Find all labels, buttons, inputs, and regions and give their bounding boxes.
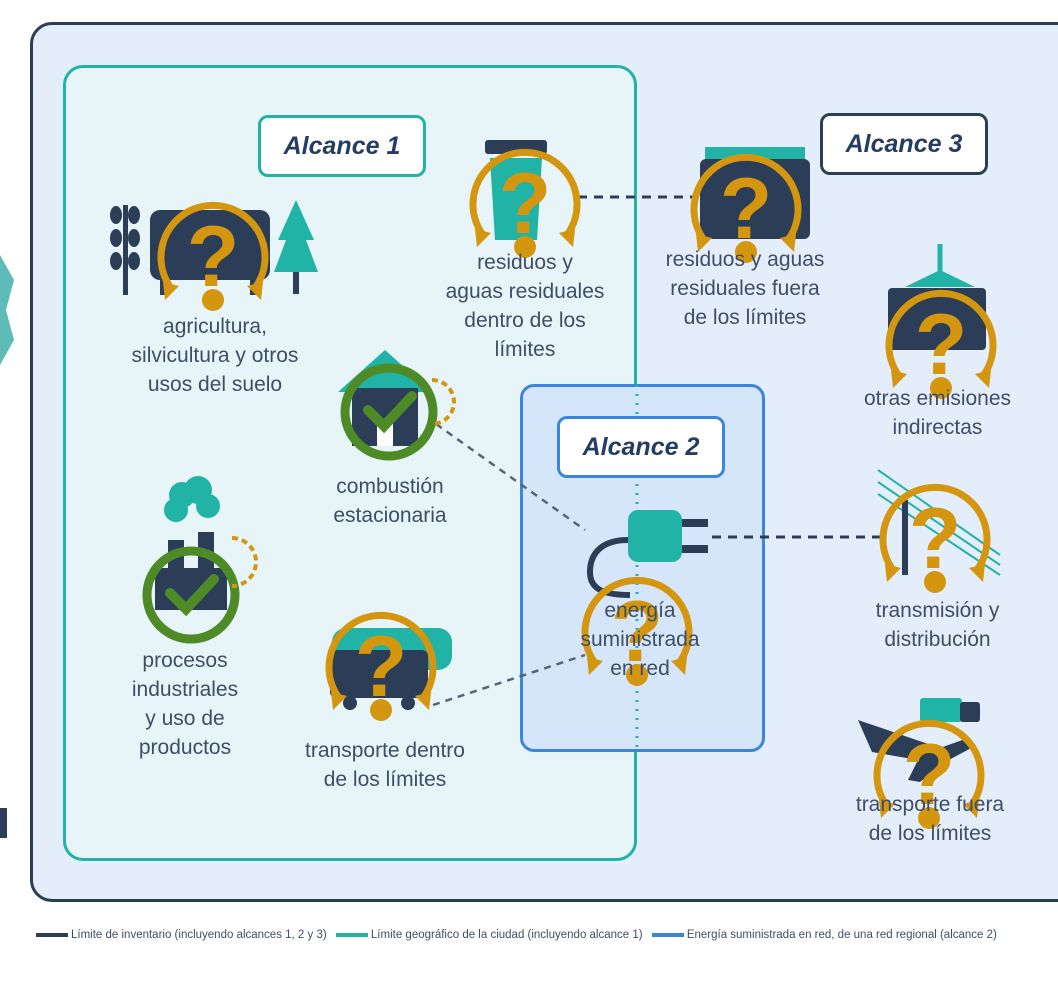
question-marker-waste-in: ?: [469, 148, 581, 258]
node-transport-in-label: transporte dentro de los límites: [305, 739, 465, 791]
edge-decoration-dark: [0, 808, 7, 838]
factory-icon: [155, 476, 227, 610]
question-marker-transport-in: ?: [325, 611, 437, 721]
node-waste-out-label: residuos y aguas residuales fuera de los…: [665, 248, 825, 329]
check-marker-stationary: [340, 363, 456, 461]
waste-container-icon: [700, 147, 810, 239]
question-marker-transmission: ?: [879, 483, 991, 593]
node-stationary-label: combustión estacionaria: [333, 475, 447, 527]
scope2-label: Alcance 2: [557, 416, 725, 478]
question-marker-grid-energy: ?: [581, 576, 693, 686]
legend: Límite de inventario (incluyendo alcance…: [36, 929, 997, 941]
power-plug-icon: [586, 510, 708, 598]
legend-city-text: Límite geográfico de la ciudad (incluyen…: [370, 929, 643, 941]
node-transmission-label: transmisión y distribución: [875, 599, 1000, 651]
scope3-label: Alcance 3: [820, 113, 988, 175]
edge-decoration: [0, 255, 14, 365]
question-marker-transport-out: ?: [873, 719, 985, 829]
agriculture-icon: [110, 200, 318, 295]
check-marker-industrial: [142, 536, 258, 644]
legend-grid: Energía suministrada en red, de una red …: [651, 929, 997, 941]
scope1-label: Alcance 1: [258, 115, 426, 177]
legend-city: Límite geográfico de la ciudad (incluyen…: [335, 929, 643, 941]
question-marker-waste-out: ?: [690, 153, 802, 263]
node-transport-out-label: transporte fuera de los límites: [855, 793, 1005, 845]
legend-inventory-text: Límite de inventario (incluyendo alcance…: [71, 929, 327, 941]
node-agriculture-label: agricultura, silvicultura y otros usos d…: [131, 315, 299, 396]
question-marker-other-indirect: ?: [885, 289, 997, 399]
question-marker-agriculture: ?: [157, 201, 269, 311]
legend-inventory: Límite de inventario (incluyendo alcance…: [36, 929, 327, 941]
node-industrial-label: procesos industriales y uso de productos: [131, 649, 239, 759]
node-waste-in-label: residuos y aguas residuales dentro de lo…: [445, 251, 605, 361]
node-other-indirect-label: otras emisiones indirectas: [863, 387, 1012, 439]
node-grid-energy-label: energía suministrada en red: [580, 599, 700, 680]
legend-grid-text: Energía suministrada en red, de una red …: [686, 929, 997, 941]
plane-truck-icon: [858, 698, 980, 782]
